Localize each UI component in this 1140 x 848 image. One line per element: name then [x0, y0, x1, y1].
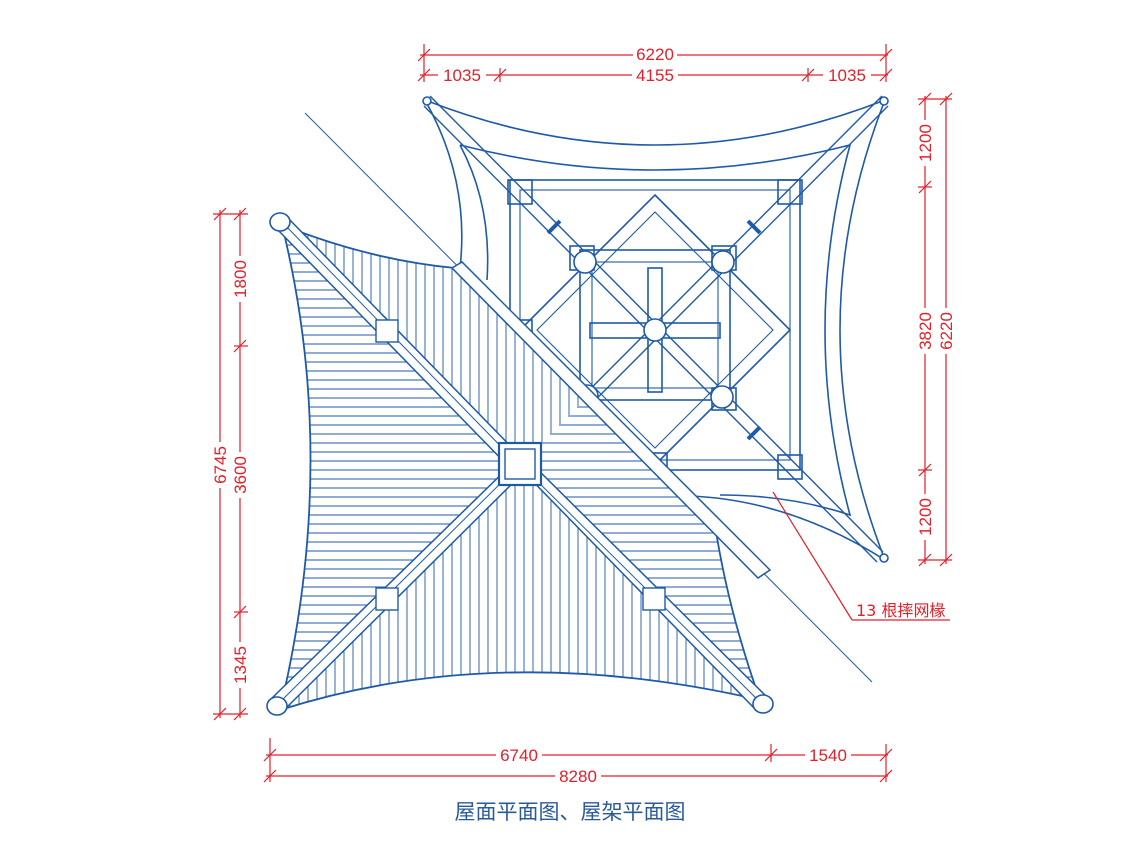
frame-joint — [710, 385, 734, 409]
dim-left-total: 6745 — [211, 446, 230, 484]
frame-core-rect-inner — [591, 261, 719, 389]
frame-inner-eave — [459, 143, 852, 517]
dim-bottom-right: 1540 — [809, 746, 847, 765]
frame-rotated-square-inner — [536, 211, 774, 449]
leader-note: 13 根摔网椽 — [856, 601, 945, 620]
dim-top-total: 6220 — [636, 45, 674, 64]
roof-eave-outline — [278, 223, 762, 712]
dim-top-right: 1035 — [828, 66, 866, 85]
dim-top-mid: 4155 — [636, 66, 674, 85]
left-dimensions: 1800 6745 3600 1345 — [210, 256, 250, 688]
frame-joint — [573, 250, 597, 274]
dim-top-left: 1035 — [443, 66, 481, 85]
frame-center-joint — [643, 318, 667, 342]
dim-right-top: 1200 — [916, 124, 935, 162]
dim-right-bot: 1200 — [916, 498, 935, 536]
frame-outer-eave — [424, 98, 887, 562]
frame-core-rect — [579, 249, 731, 401]
roof-tip-se — [752, 694, 774, 714]
purlin-block — [642, 587, 666, 611]
right-dimensions: 1200 3820 6220 1200 — [915, 120, 956, 540]
frame-post-block — [507, 179, 533, 205]
king-post-inner — [504, 448, 536, 480]
frame-joint — [711, 250, 735, 274]
hip-beam-ne — [450, 261, 772, 579]
roof-tip-sw — [266, 696, 288, 716]
drawing-caption: 屋面平面图、屋架平面图 — [454, 800, 686, 824]
top-dimensions: 6220 1035 4155 1035 — [438, 45, 871, 85]
bottom-dimensions: 6740 1540 8280 — [496, 745, 851, 786]
frame-post-block — [777, 454, 803, 480]
dim-bottom-total: 8280 — [559, 767, 597, 786]
purlin-block — [375, 587, 399, 611]
dim-left-mid: 3600 — [231, 456, 250, 494]
dim-bottom-left: 6740 — [500, 746, 538, 765]
dim-right-total: 6220 — [937, 312, 956, 350]
purlin-block — [375, 319, 399, 343]
roof-tip-nw — [269, 212, 291, 232]
dim-right-mid: 3820 — [916, 312, 935, 350]
dim-left-bot: 1345 — [231, 646, 250, 684]
dim-left-top: 1800 — [231, 260, 250, 298]
